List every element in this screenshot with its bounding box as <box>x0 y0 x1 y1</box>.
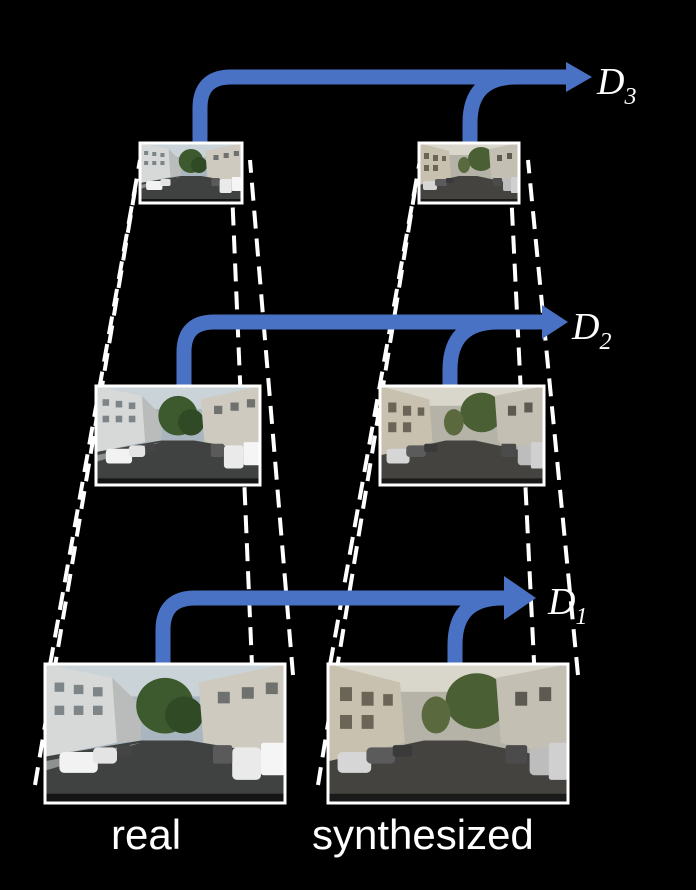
discriminator-arrows <box>155 69 570 665</box>
real-image-scale-2 <box>94 384 262 487</box>
arrow-real-to-d1 <box>155 590 510 665</box>
arrow-synth-to-d3 <box>462 69 570 143</box>
arrowheads <box>504 62 592 620</box>
label-d3: D3 <box>596 61 636 110</box>
arrow-real-to-d2 <box>176 314 546 385</box>
arrow-real-to-d3 <box>192 69 570 143</box>
real-image-scale-3 <box>138 141 244 205</box>
arrowhead-d1 <box>504 576 536 620</box>
arrowhead-d3 <box>566 62 592 92</box>
arrow-synth-to-d1 <box>447 590 510 665</box>
dashed-line <box>248 159 295 676</box>
caption-real: real <box>111 811 182 858</box>
synthesized-image-scale-1 <box>326 662 570 805</box>
dashed-line <box>526 159 580 676</box>
label-d1: D1 <box>547 581 587 630</box>
arrow-synth-to-d2 <box>442 314 546 385</box>
synthesized-image-scale-3 <box>417 141 521 205</box>
arrowhead-d2 <box>542 305 568 339</box>
real-image-scale-1 <box>43 662 287 805</box>
label-d2: D2 <box>571 306 611 355</box>
caption-synthesized: synthesized <box>312 811 534 858</box>
synthesized-image-scale-2 <box>378 384 546 487</box>
dashed-line <box>328 159 422 666</box>
